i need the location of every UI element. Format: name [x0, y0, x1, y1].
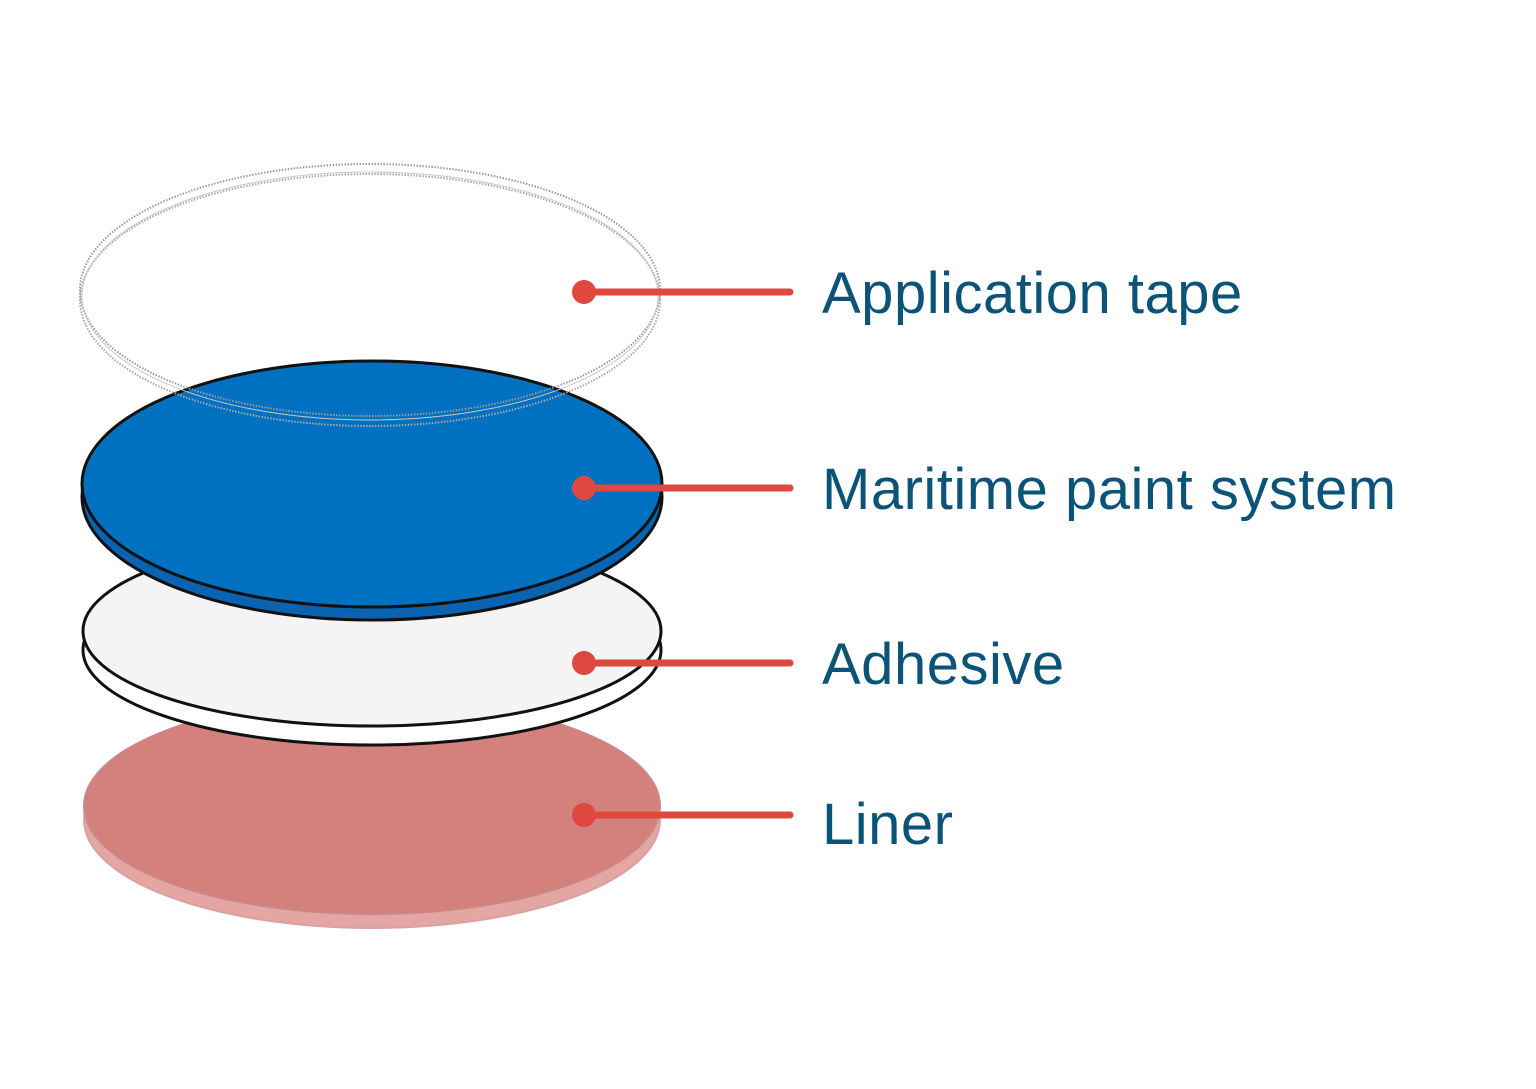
label-adhesive: Adhesive: [822, 632, 1065, 697]
leader-maritime-paint: [572, 476, 794, 500]
leader-adhesive: [572, 651, 794, 675]
leader-dot-application-tape: [572, 280, 596, 304]
leader-dot-liner: [572, 803, 596, 827]
label-liner: Liner: [822, 792, 953, 857]
leader-application-tape: [572, 280, 794, 304]
label-application-tape: Application tape: [822, 261, 1243, 326]
liner-disc: [83, 697, 661, 929]
maritime-paint-disc: [80, 359, 664, 622]
leader-liner: [572, 803, 794, 827]
label-maritime-paint-system: Maritime paint system: [822, 457, 1397, 522]
leader-dot-maritime-paint: [572, 476, 596, 500]
leader-dot-adhesive: [572, 651, 596, 675]
application-tape-disc: [79, 163, 661, 427]
